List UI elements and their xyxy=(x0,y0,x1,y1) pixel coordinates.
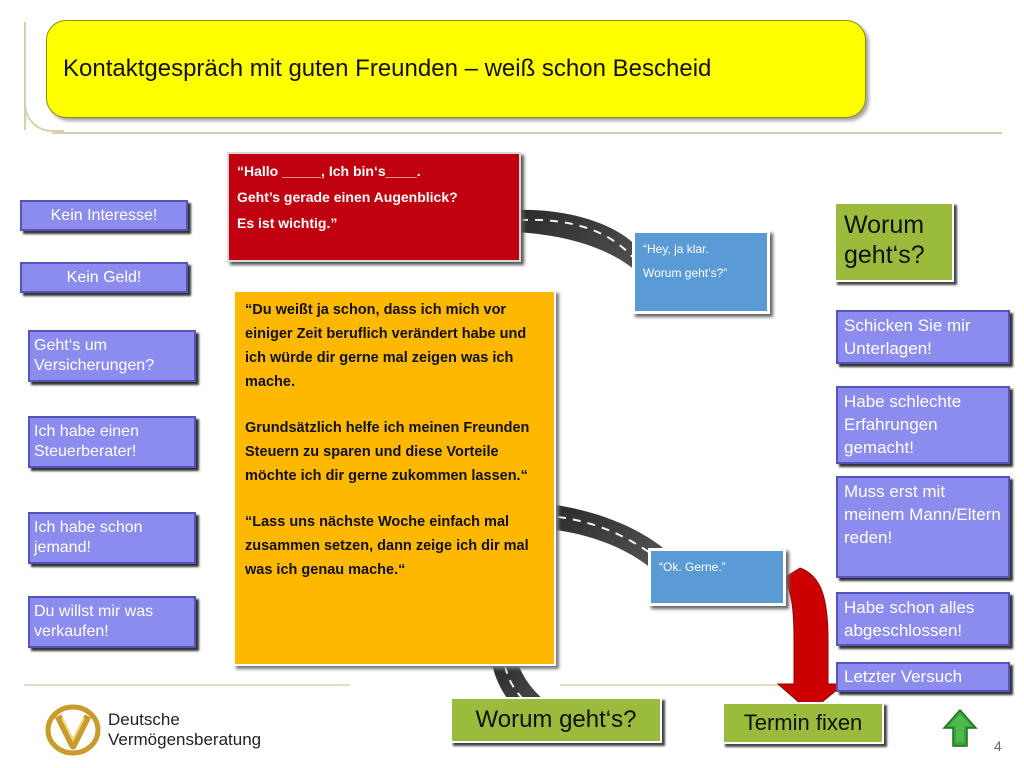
reply-line: “Hey, ja klar. xyxy=(643,242,709,256)
road-marking-upper xyxy=(519,218,641,267)
road-segment-upper xyxy=(515,209,652,290)
termin-fixen-box: Termin fixen xyxy=(722,702,884,744)
objection-unterlagen-button[interactable]: Schicken Sie mir Unterlagen! xyxy=(836,310,1010,364)
reply-line: “Ok. Gerne.” xyxy=(659,560,726,574)
objection-abgeschlossen-button[interactable]: Habe schon alles abgeschlossen! xyxy=(836,592,1010,646)
opening-line: Es ist wichtig.” xyxy=(237,215,338,231)
page-number: 4 xyxy=(994,738,1002,754)
title-banner: Kontaktgespräch mit guten Freunden – wei… xyxy=(46,20,866,118)
speech-paragraph: “Lass uns nächste Woche einfach mal zusa… xyxy=(245,514,529,578)
objection-versicherungen-button[interactable]: Geht‘s um Versicherungen? xyxy=(28,330,196,382)
home-arrow-icon[interactable] xyxy=(942,708,978,748)
objection-steuerberater-button[interactable]: Ich habe einen Steuerberater! xyxy=(28,416,196,468)
letzter-versuch-button[interactable]: Letzter Versuch xyxy=(836,662,1010,692)
worum-gehts-bottom-box: Worum geht‘s? xyxy=(450,697,662,743)
logo-line-1: Deutsche xyxy=(108,710,180,729)
objection-kein-geld-button[interactable]: Kein Geld! xyxy=(20,262,188,293)
objection-schon-jemand-button[interactable]: Ich habe schon jemand! xyxy=(28,512,196,564)
frame-line-bottom-left xyxy=(24,684,350,686)
objection-schlechte-erfahrungen-button[interactable]: Habe schlechte Erfahrungen gemacht! xyxy=(836,386,1010,464)
objection-kein-interesse-button[interactable]: Kein Interesse! xyxy=(20,200,188,231)
opening-phrase-box: “Hallo _____, Ich bin‘s____. Geht’s gera… xyxy=(227,152,521,262)
speech-paragraph: Grundsätzlich helfe ich meinen Freunden … xyxy=(245,420,530,484)
reply-box-1: “Hey, ja klar. Worum geht’s?” xyxy=(632,230,770,314)
red-arrow-icon xyxy=(776,567,846,713)
speech-paragraph: “Du weißt ja schon, dass ich mich vor ei… xyxy=(245,302,527,390)
company-logo-text: Deutsche Vermögensberatung xyxy=(108,710,261,750)
frame-line-vertical xyxy=(24,22,26,130)
dvag-logo-icon xyxy=(45,704,101,756)
objection-mann-eltern-button[interactable]: Muss erst mit meinem Mann/Eltern reden! xyxy=(836,476,1010,578)
opening-line: Geht’s gerade einen Augenblick? xyxy=(237,189,458,205)
logo-line-2: Vermögensberatung xyxy=(108,730,262,749)
main-speech-box: “Du weißt ja schon, dass ich mich vor ei… xyxy=(233,290,556,666)
objection-verkaufen-button[interactable]: Du willst mir was verkaufen! xyxy=(28,596,196,648)
page-title: Kontaktgespräch mit guten Freunden – wei… xyxy=(63,55,712,82)
frame-line-curve xyxy=(24,92,64,132)
frame-line-top xyxy=(52,132,1002,134)
worum-gehts-top-box: Worum geht‘s? xyxy=(834,202,954,282)
reply-line: Worum geht’s?” xyxy=(643,266,728,280)
road-segment-middle xyxy=(556,505,668,576)
opening-line: “Hallo _____, Ich bin‘s____. xyxy=(237,163,421,179)
reply-box-2: “Ok. Gerne.” xyxy=(648,548,786,606)
